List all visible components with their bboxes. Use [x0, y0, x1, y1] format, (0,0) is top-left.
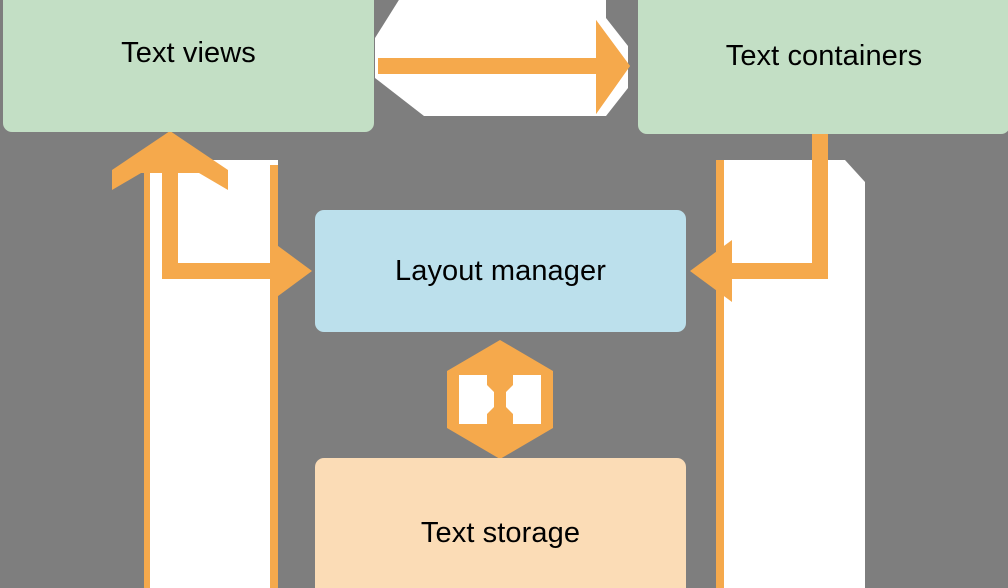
double-arrow-cutout-left — [459, 375, 494, 424]
node-text-containers[interactable]: Text containers — [638, 0, 1008, 134]
node-text-storage-label: Text storage — [420, 517, 581, 549]
node-text-views-label: Text views — [121, 37, 256, 69]
connector-elbow-left-vertical — [162, 158, 178, 278]
connector-shaft — [378, 58, 615, 74]
node-text-containers-label: Text containers — [725, 39, 923, 72]
connector-left-band-edge-left — [144, 160, 150, 588]
arrowhead-into-text-views-solid — [112, 131, 228, 173]
node-layout-manager[interactable]: Layout manager — [315, 210, 686, 332]
connector-elbow-right-vertical — [812, 130, 828, 279]
connector-views-to-containers — [378, 20, 630, 114]
double-arrow-cutout-right — [506, 375, 541, 424]
halo-right-rail — [722, 160, 865, 588]
connector-right-band-edge-left — [716, 160, 724, 588]
connector-containers-to-layout — [690, 130, 828, 588]
connector-layout-storage — [447, 340, 553, 459]
node-text-storage[interactable]: Text storage — [315, 458, 686, 588]
arrowhead-right-fill — [596, 20, 630, 114]
connector-layout-to-views — [112, 131, 312, 588]
node-text-views[interactable]: Text views — [3, 0, 374, 132]
connector-left-band-edge-right — [270, 165, 278, 588]
connector-elbow-left-horizontal — [162, 263, 282, 279]
arrowhead-into-layout-manager — [270, 240, 312, 302]
connector-elbow-right-horizontal — [722, 263, 826, 279]
arrowhead-into-layout-manager-left — [690, 240, 732, 302]
node-layout-manager-label: Layout manager — [395, 254, 606, 287]
double-arrow-hexagon — [447, 340, 553, 459]
